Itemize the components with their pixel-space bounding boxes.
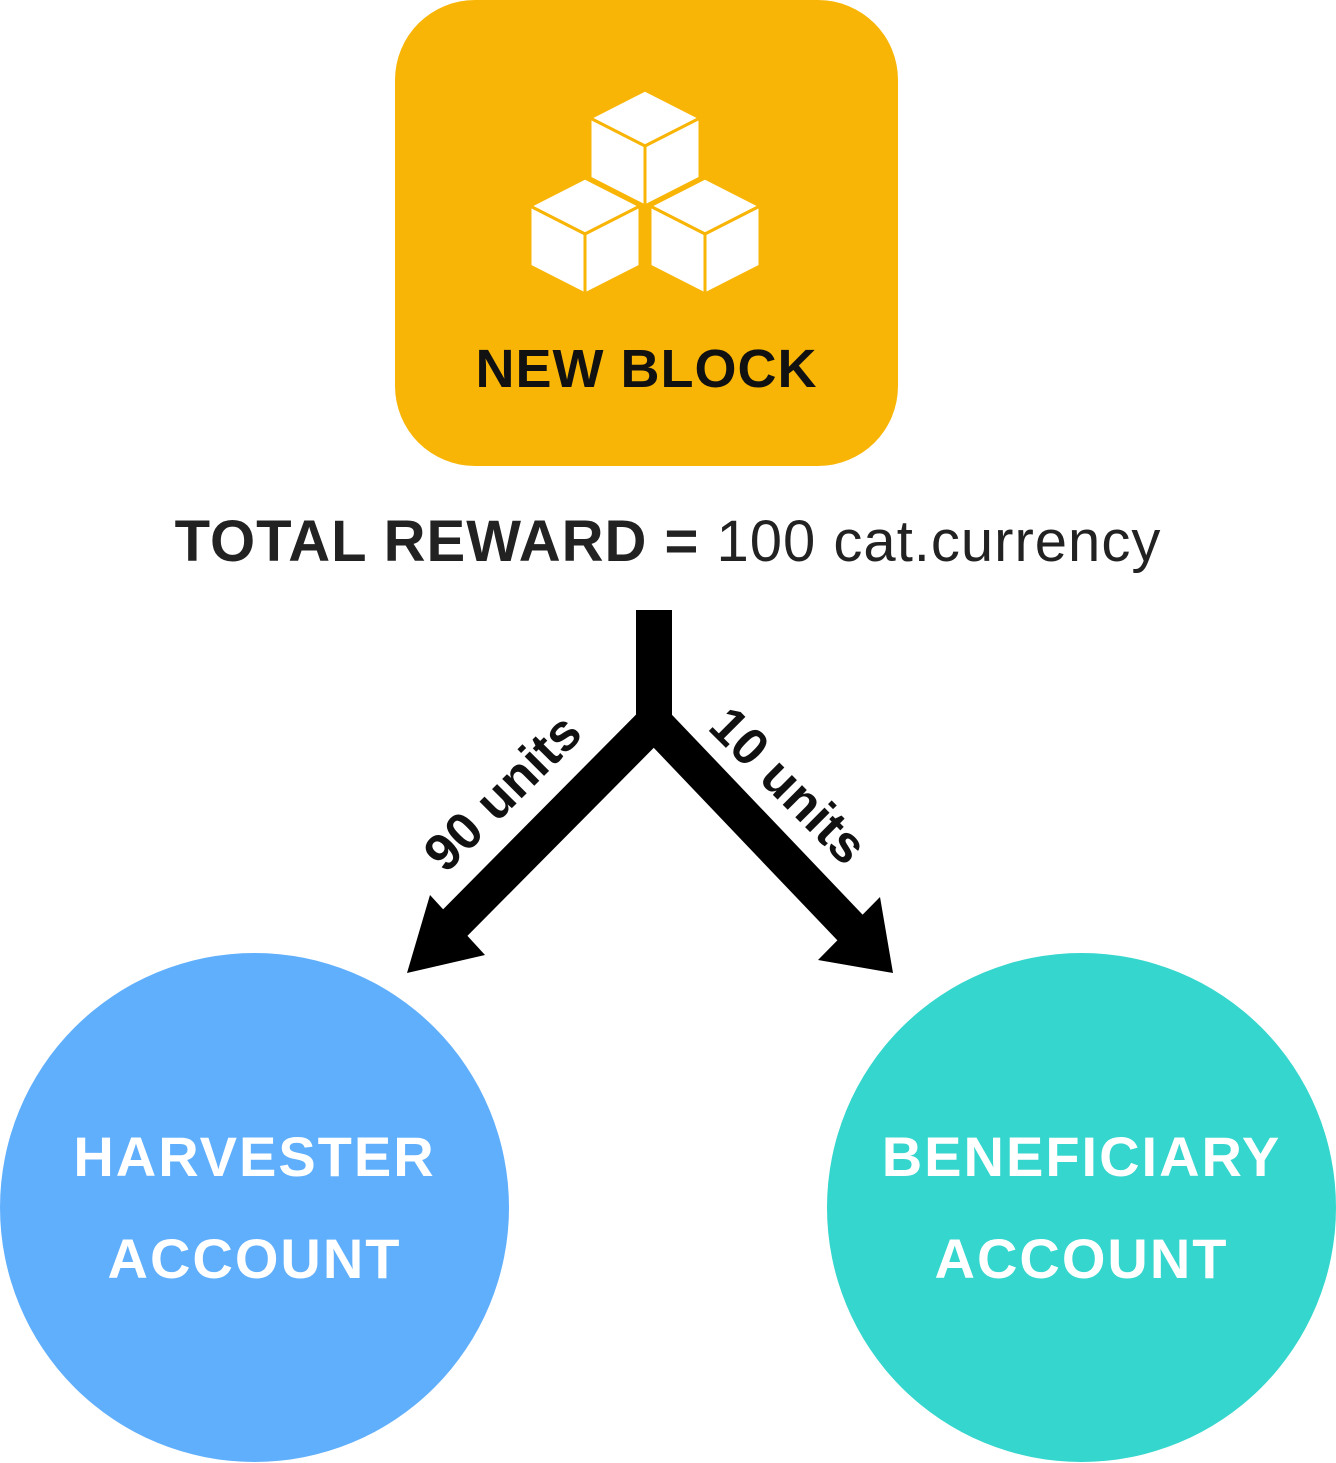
beneficiary-label-line1: BENEFICIARY: [881, 1124, 1282, 1188]
beneficiary-label-line2: ACCOUNT: [934, 1226, 1229, 1290]
new-block-card: NEW BLOCK: [395, 0, 898, 466]
harvester-label-line2: ACCOUNT: [107, 1226, 402, 1290]
arrow-right-head: [818, 897, 893, 973]
harvester-label-line1: HARVESTER: [73, 1124, 436, 1188]
arrow-left-shaft: [427, 709, 667, 951]
arrow-right-shaft: [640, 709, 874, 951]
beneficiary-account-circle: BENEFICIARY ACCOUNT: [827, 953, 1336, 1462]
stacked-cubes-icon: [528, 88, 762, 296]
arrow-left-head: [407, 895, 485, 973]
total-reward-lead: TOTAL REWARD =: [174, 509, 700, 574]
block-label: NEW BLOCK: [475, 339, 818, 399]
arrow-stem: [636, 610, 672, 730]
harvester-account-circle: HARVESTER ACCOUNT: [0, 953, 509, 1462]
total-reward-amount: 100 cat.currency: [716, 509, 1162, 574]
total-reward: TOTAL REWARD = 100 cat.currency: [0, 508, 1336, 575]
